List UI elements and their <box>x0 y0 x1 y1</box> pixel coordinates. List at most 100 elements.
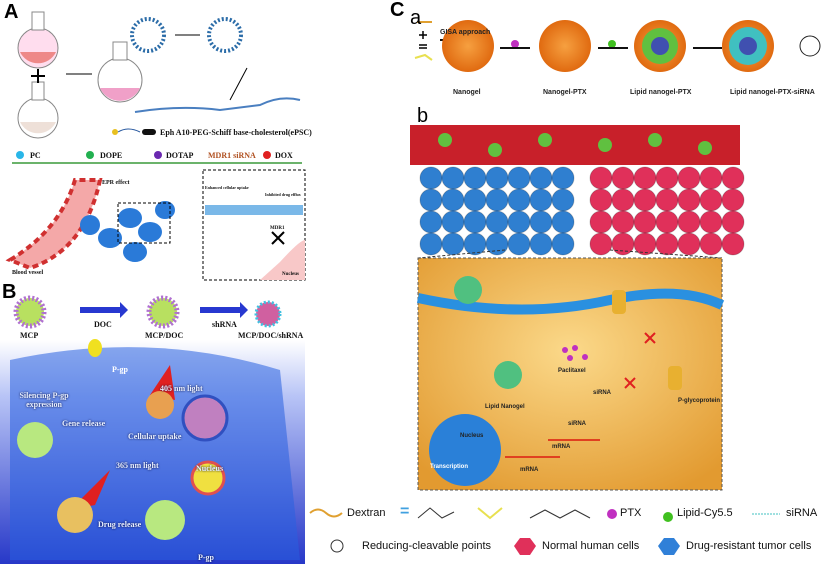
dextran-icon <box>309 508 343 518</box>
lipid-icon <box>663 512 673 522</box>
step-shrna: shRNA <box>212 320 237 329</box>
particle-365 <box>57 497 93 533</box>
legend-mdr1-sirna: MDR1 siRNA <box>208 151 256 160</box>
gisa-label: GISA approach <box>440 29 491 36</box>
cell <box>419 210 443 234</box>
cell <box>485 166 509 190</box>
panel-c-label: C <box>390 0 405 21</box>
cell <box>699 188 723 212</box>
arrow-doc <box>80 302 128 318</box>
inset-label-uptake: Enhanced cellular uptake <box>205 185 249 190</box>
tumor-cell-icon <box>658 538 680 555</box>
transcription-label: Transcription <box>430 464 469 470</box>
cell <box>655 188 679 212</box>
pglycoprotein-label: P-glycoprotein <box>678 398 721 404</box>
cleavable-point <box>799 35 821 57</box>
plus-sign <box>31 69 45 83</box>
block-icon <box>624 332 656 389</box>
disulfide-icon <box>529 509 591 519</box>
inset-label-mdr1: MDR1 <box>270 226 285 231</box>
cell <box>677 166 701 190</box>
legend-tumor-cells: Drug-resistant tumor cells <box>686 540 812 552</box>
cell <box>699 232 723 256</box>
drug-release-label: Drug release <box>98 520 142 529</box>
cell <box>633 210 657 234</box>
cell <box>655 232 679 256</box>
step-mcp-doc-shrna: MCP/DOC/shRNA <box>238 331 304 340</box>
legend-dextran: Dextran <box>347 507 386 519</box>
ptx-icon <box>607 509 617 519</box>
cell <box>677 210 701 234</box>
membrane <box>205 205 303 215</box>
cell <box>507 188 531 212</box>
tumor-cells-c <box>419 166 575 256</box>
molecule-label: Eph A10-PEG-Schiff base-cholesterol(ePSC… <box>160 128 312 137</box>
nucleus-label-b: Nucleus <box>196 464 224 473</box>
stage-lipid-nanogel-ptx: Lipid nanogel-PTX <box>630 89 692 96</box>
cell <box>551 188 575 212</box>
cell <box>551 232 575 256</box>
paclitaxel-label: Paclitaxel <box>558 368 586 374</box>
cell <box>589 210 613 234</box>
legend-ptx: PTX <box>620 507 642 519</box>
cell <box>419 232 443 256</box>
legend-lipid-cy55: Lipid-Cy5.5 <box>677 507 733 519</box>
light-405-label: 405 nm light <box>160 384 203 393</box>
methacrylate-icon <box>417 507 455 519</box>
legend-pc: PC <box>30 151 41 160</box>
released-particle <box>17 422 53 458</box>
endosome <box>181 394 229 442</box>
cell <box>611 166 635 190</box>
legend-dotap: DOTAP <box>166 151 194 160</box>
cell-membrane <box>416 288 725 315</box>
nucleus-label-c: Nucleus <box>460 433 484 439</box>
inset-label-efflux: Inhibited drug efflux <box>265 192 301 197</box>
cell <box>633 166 657 190</box>
mrna-label-2: mRNA <box>520 467 539 473</box>
step-mcp-doc: MCP/DOC <box>145 331 184 340</box>
cell <box>721 232 745 256</box>
sub-b-label: b <box>417 105 429 127</box>
sirna-label-2: siRNA <box>568 421 587 427</box>
legend-equals: = <box>400 503 410 520</box>
lipid-nanogel-outside <box>454 276 482 304</box>
cell <box>611 188 635 212</box>
cell <box>463 188 487 212</box>
mrna-label-1: mRNA <box>552 444 571 450</box>
stage-nanogel: Nanogel <box>453 89 481 96</box>
zoom-box <box>117 202 171 244</box>
nucleus <box>190 460 226 496</box>
legend-dox: DOX <box>275 151 293 160</box>
normal-cell-icon <box>514 538 536 555</box>
panel-b-label: B <box>2 281 17 303</box>
liposome-coated <box>207 17 243 53</box>
cell <box>441 232 465 256</box>
liposome <box>130 17 166 53</box>
flask-bottom <box>17 81 59 139</box>
legend-dope: DOPE <box>100 151 123 160</box>
cell <box>507 166 531 190</box>
legend-cleavable: Reducing-cleavable points <box>362 540 492 552</box>
lipid-nanogel-label: Lipid Nanogel <box>485 404 525 410</box>
cell <box>507 210 531 234</box>
cell <box>655 166 679 190</box>
cell <box>529 166 553 190</box>
particle-405 <box>146 391 174 419</box>
nucleus-label-a: Nucleus <box>282 272 299 277</box>
cell <box>699 166 723 190</box>
pgp-top-label: P-gp <box>112 365 128 374</box>
cell <box>529 232 553 256</box>
cell <box>721 166 745 190</box>
cell <box>485 210 509 234</box>
block-icon <box>271 231 285 245</box>
cell <box>463 210 487 234</box>
mcp-particle <box>13 295 47 329</box>
cell <box>419 188 443 212</box>
normal-cells-c <box>589 166 745 256</box>
cell <box>611 210 635 234</box>
molecule-structure <box>134 97 301 113</box>
cell <box>419 166 443 190</box>
drug-released-particle <box>145 500 185 540</box>
cell <box>589 188 613 212</box>
